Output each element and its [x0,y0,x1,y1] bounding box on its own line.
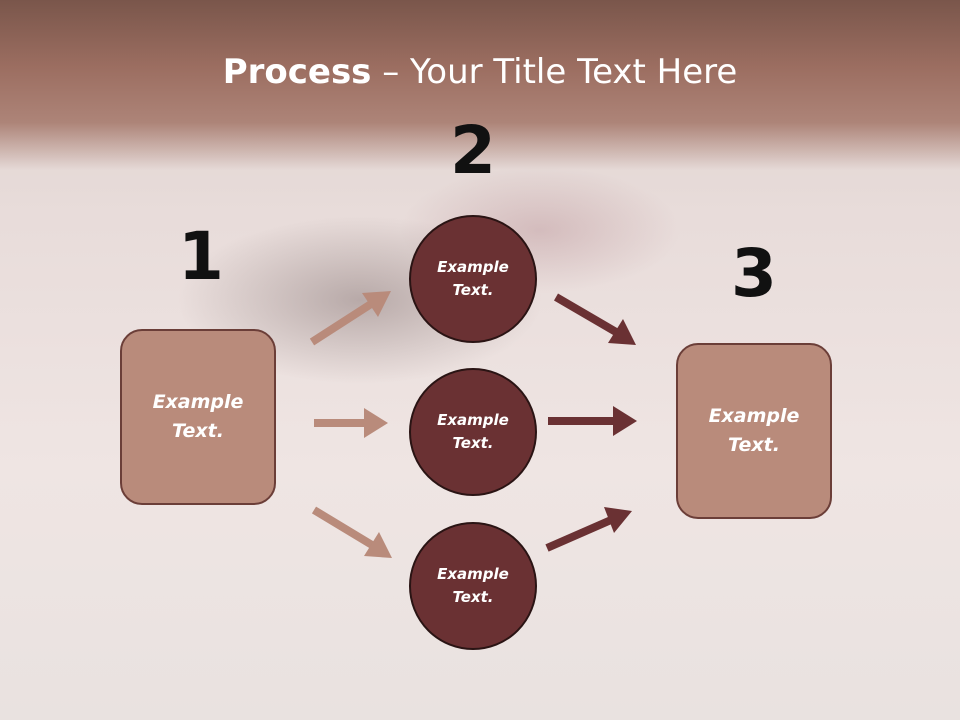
step-number-1: 1 [178,218,224,295]
slide-title: Process – Your Title Text Here [0,52,960,92]
step-number-3: 3 [731,235,777,312]
title-band [0,0,960,170]
right-box-text: Example Text. [708,405,800,456]
left-box-text: Example Text. [152,391,244,442]
arrow-bottom-to-right [545,507,632,552]
step-number-2: 2 [450,112,496,189]
circle-top-text: Example Text. [437,258,509,299]
circle-bottom-text: Example Text. [437,565,509,606]
title-bold: Process [222,52,372,92]
left-box: Example Text. [120,329,276,505]
arrow-middle-to-right [548,406,637,436]
arrow-left-to-bottom [311,506,392,558]
arrow-top-to-right [553,293,636,345]
title-rest: – Your Title Text Here [371,52,738,92]
circle-middle-text: Example Text. [437,411,509,452]
circle-bottom: Example Text. [409,522,537,650]
circle-middle: Example Text. [409,368,537,496]
arrow-left-to-middle [314,408,388,438]
circle-top: Example Text. [409,215,537,343]
right-box: Example Text. [676,343,832,519]
arrow-left-to-top [309,291,391,346]
